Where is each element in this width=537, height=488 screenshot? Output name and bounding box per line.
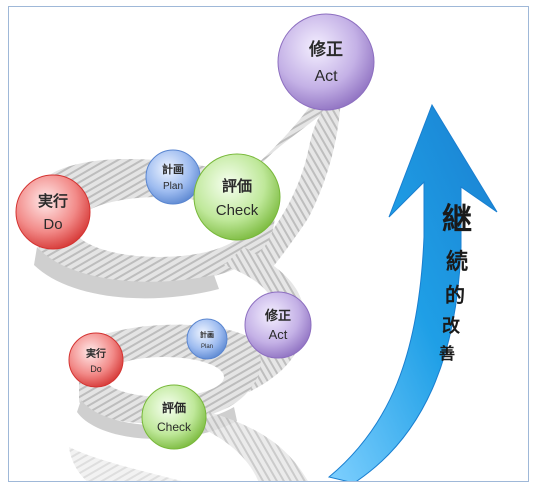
upper-do-en: Do bbox=[43, 216, 62, 233]
arrow-char-4: 改 bbox=[442, 315, 461, 337]
upper-check-node: 評価 Check bbox=[193, 153, 281, 241]
upper-plan-node: 計画 Plan bbox=[145, 149, 201, 205]
arrow-char-3: 的 bbox=[445, 283, 465, 307]
arrow-char-2: 続 bbox=[446, 249, 468, 275]
diagram-frame: 修正 Act 計画 Plan 評価 Check 実行 Do 修正 Act 計画 … bbox=[8, 6, 529, 482]
upper-do-jp: 実行 bbox=[38, 192, 68, 210]
lower-do-jp: 実行 bbox=[86, 347, 106, 360]
upper-act-en: Act bbox=[314, 68, 338, 85]
upper-check-jp: 評価 bbox=[222, 177, 252, 195]
upper-check-en: Check bbox=[216, 202, 259, 219]
continuous-improvement-arrow: 継 続 的 改 善 bbox=[327, 103, 498, 481]
lower-act-jp: 修正 bbox=[264, 308, 291, 324]
lower-do-en: Do bbox=[90, 364, 102, 374]
upper-do-node: 実行 Do bbox=[15, 174, 91, 250]
arrow-char-1: 継 bbox=[442, 202, 472, 237]
lower-check-jp: 評価 bbox=[162, 400, 186, 415]
upper-act-node: 修正 Act bbox=[277, 13, 375, 111]
lower-check-node: 評価 Check bbox=[141, 384, 207, 450]
lower-check-en: Check bbox=[157, 420, 192, 434]
upper-plan-jp: 計画 bbox=[162, 162, 184, 176]
upper-plan-en: Plan bbox=[163, 181, 183, 192]
arrow-char-5: 善 bbox=[439, 344, 455, 363]
upper-act-jp: 修正 bbox=[308, 39, 343, 60]
lower-act-en: Act bbox=[269, 327, 288, 342]
pdca-spiral-diagram: 修正 Act 計画 Plan 評価 Check 実行 Do 修正 Act 計画 … bbox=[15, 13, 498, 481]
lower-act-node: 修正 Act bbox=[244, 291, 312, 359]
lower-do-node: 実行 Do bbox=[68, 332, 124, 388]
lower-plan-en: Plan bbox=[201, 344, 213, 350]
lower-plan-jp: 計画 bbox=[200, 330, 214, 339]
lower-plan-node: 計画 Plan bbox=[186, 318, 228, 360]
